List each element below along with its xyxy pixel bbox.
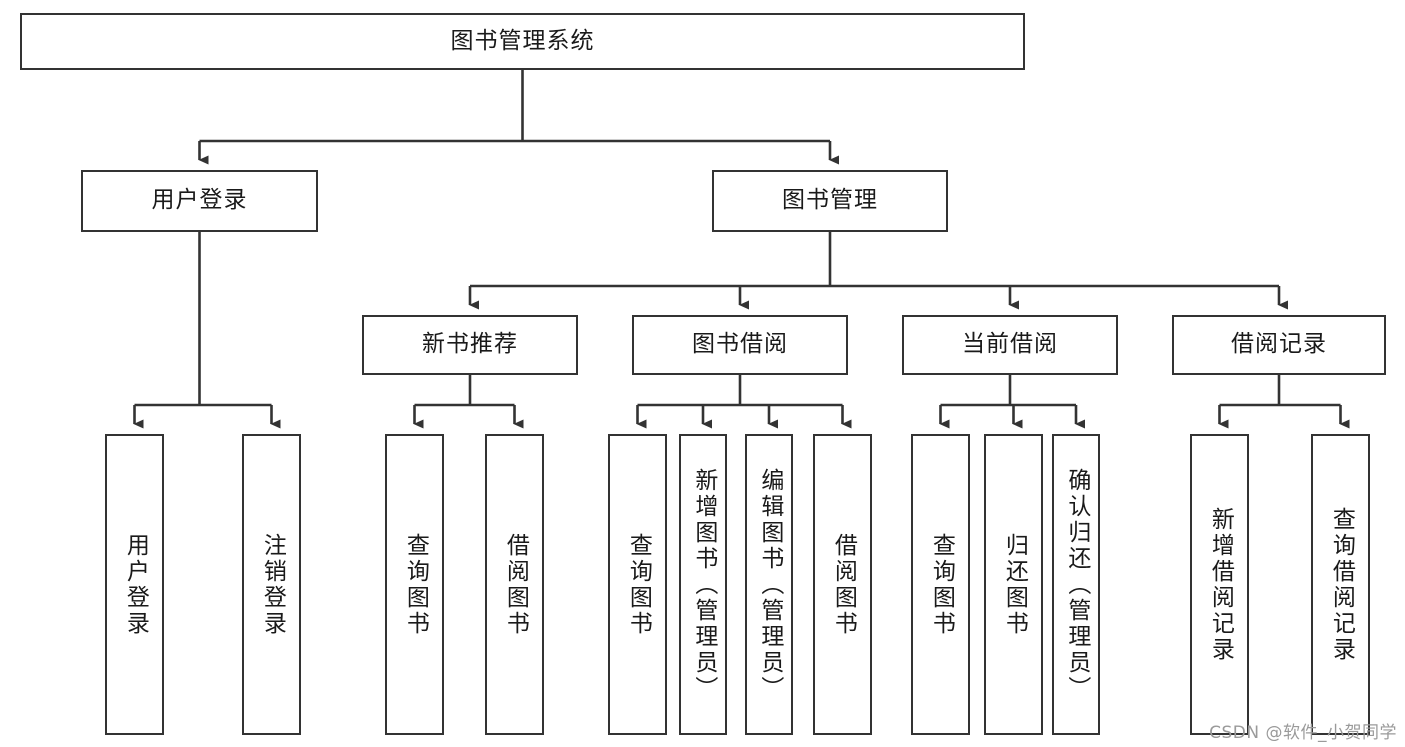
node-book-manage[interactable]: 图书管理 [712,170,948,232]
node-label-leaf-bb-edit: 编辑图书（管理员） [756,467,783,702]
node-label-book-manage: 图书管理 [782,187,878,214]
node-label-leaf-bb-borrow: 借阅图书 [830,532,857,637]
node-borrow-record[interactable]: 借阅记录 [1172,315,1386,375]
node-leaf-bb-query[interactable]: 查询图书 [608,434,667,735]
node-leaf-cb-query[interactable]: 查询图书 [911,434,970,735]
csdn-watermark: CSDN @软件_小贺同学 [1209,723,1397,743]
node-label-leaf-cb-confirm: 确认归还（管理员） [1063,467,1090,702]
node-leaf-bb-borrow[interactable]: 借阅图书 [813,434,872,735]
node-leaf-rec-borrow[interactable]: 借阅图书 [485,434,544,735]
node-label-leaf-user-login: 用户登录 [122,532,149,637]
node-label-leaf-bb-add: 新增图书（管理员） [690,467,717,702]
node-leaf-user-login[interactable]: 用户登录 [105,434,164,735]
node-leaf-cb-confirm[interactable]: 确认归还（管理员） [1052,434,1100,735]
node-leaf-br-add[interactable]: 新增借阅记录 [1190,434,1249,735]
node-root[interactable]: 图书管理系统 [20,13,1025,70]
node-label-leaf-rec-borrow: 借阅图书 [502,532,529,637]
node-label-current-borrow: 当前借阅 [962,331,1058,358]
node-user-login[interactable]: 用户登录 [81,170,318,232]
node-leaf-bb-add[interactable]: 新增图书（管理员） [679,434,727,735]
node-leaf-bb-edit[interactable]: 编辑图书（管理员） [745,434,793,735]
node-leaf-rec-query[interactable]: 查询图书 [385,434,444,735]
node-label-leaf-bb-query: 查询图书 [625,532,652,637]
node-label-leaf-cb-query: 查询图书 [928,532,955,637]
node-label-leaf-br-add: 新增借阅记录 [1207,506,1234,663]
node-current-borrow[interactable]: 当前借阅 [902,315,1118,375]
node-book-borrow[interactable]: 图书借阅 [632,315,848,375]
node-label-user-login: 用户登录 [151,187,248,214]
node-label-leaf-cb-return: 归还图书 [1001,532,1028,637]
node-label-leaf-user-logout: 注销登录 [259,532,286,637]
node-label-book-borrow: 图书借阅 [692,331,788,358]
node-label-new-book-rec: 新书推荐 [422,331,518,358]
node-label-borrow-record: 借阅记录 [1231,331,1327,358]
node-label-leaf-br-query: 查询借阅记录 [1328,506,1355,663]
node-leaf-br-query[interactable]: 查询借阅记录 [1311,434,1370,735]
node-leaf-cb-return[interactable]: 归还图书 [984,434,1043,735]
node-leaf-user-logout[interactable]: 注销登录 [242,434,301,735]
node-label-leaf-rec-query: 查询图书 [402,532,429,637]
node-label-root: 图书管理系统 [450,27,595,54]
node-new-book-rec[interactable]: 新书推荐 [362,315,578,375]
